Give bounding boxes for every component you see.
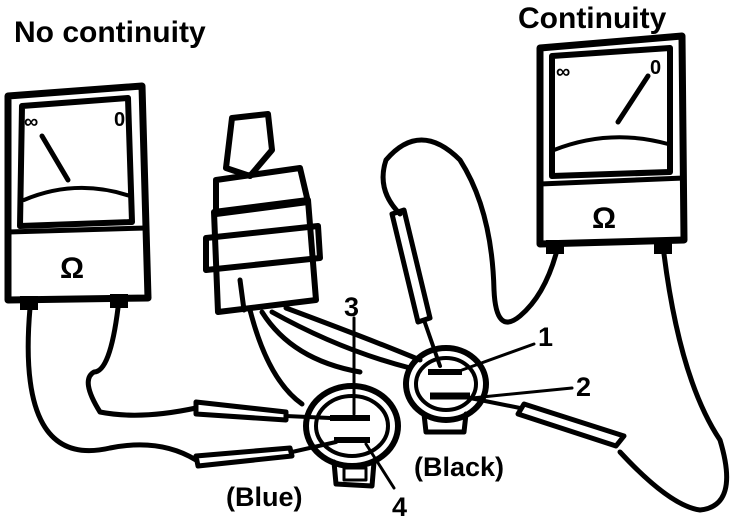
left-meter-terminal-left [20,296,38,310]
terminal-2-label: 2 [576,372,591,402]
blue-connector-label: (Blue) [226,482,303,512]
black-connector-label: (Black) [414,452,504,482]
blue-connector [303,383,401,489]
connector-body [203,111,323,315]
left-meter-leads [25,305,338,469]
left-meter-terminal-right [110,294,128,308]
left-meter-needle [39,133,71,183]
right-meter-needle [615,73,651,125]
right-meter-infinity-mark: ∞ [556,61,570,83]
left-meter-infinity-mark: ∞ [24,111,38,133]
terminal-callouts: 3 4 1 2 [344,292,591,522]
black-connector [403,345,489,435]
left-ohmmeter: ∞ 0 Ω [4,82,152,310]
heading-continuity: Continuity [518,2,667,35]
heading-no-continuity: No continuity [14,16,206,49]
terminal-1-label: 1 [538,322,553,352]
right-meter-terminal-left [546,240,564,254]
terminal-3-label: 3 [344,292,359,322]
left-meter-zero-mark: 0 [114,109,125,131]
harness-wires [247,305,423,407]
left-meter-ohm-symbol: Ω [60,252,84,285]
right-meter-ohm-symbol: Ω [592,202,616,235]
right-meter-terminal-right [654,240,672,254]
right-meter-leads [380,137,730,513]
right-ohmmeter: ∞ 0 Ω [536,32,688,254]
right-meter-zero-mark: 0 [650,57,661,79]
terminal-4-label: 4 [392,492,407,522]
